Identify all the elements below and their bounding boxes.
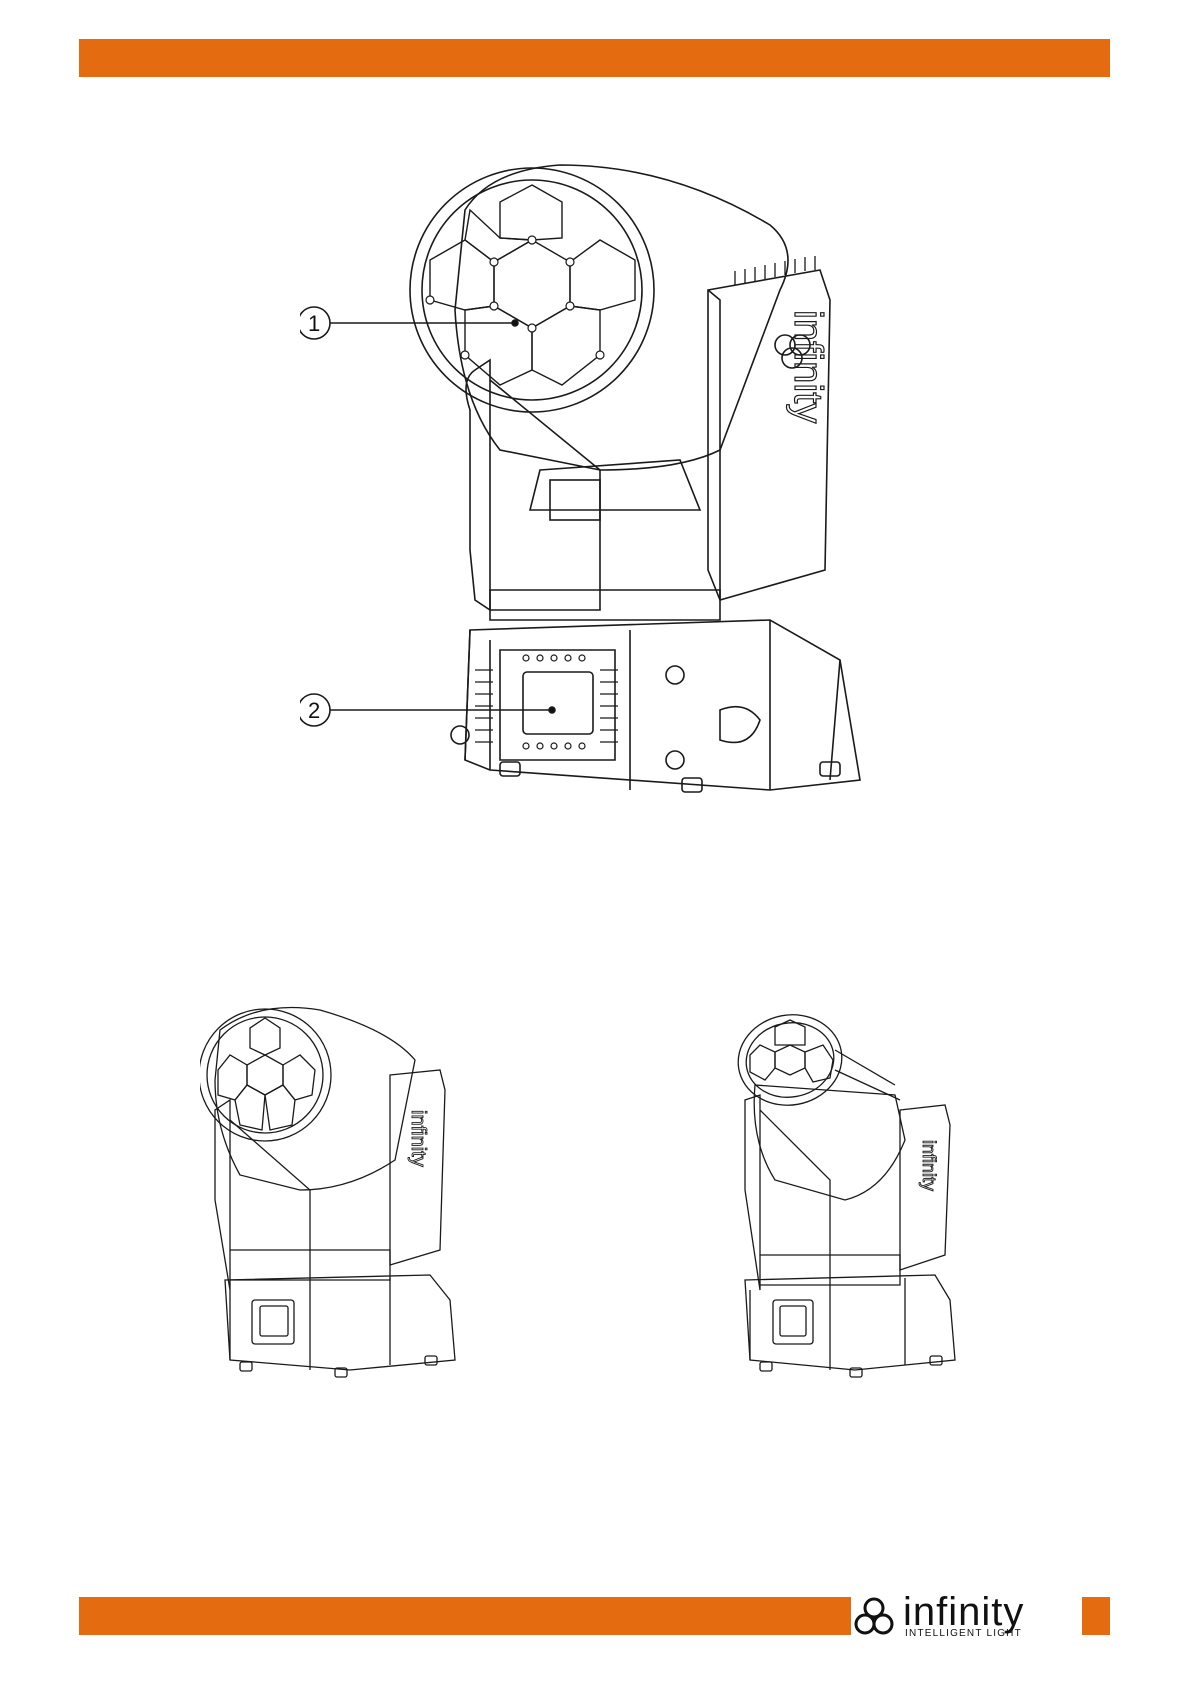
svg-text:infinity: infinity (407, 1110, 429, 1167)
display-screen (523, 672, 593, 734)
callout-number-1: 1 (308, 311, 320, 336)
moving-head-body (455, 165, 788, 470)
callout-number-2: 2 (308, 698, 320, 723)
header-accent-bar (79, 39, 1110, 77)
svg-text:infinity: infinity (786, 310, 830, 423)
logo-wordmark: infinity (903, 1594, 1024, 1630)
yoke-left-arm (466, 360, 490, 610)
base-housing (465, 620, 860, 790)
footer-accent-tail (1082, 1597, 1110, 1635)
svg-text:infinity: infinity (919, 1140, 939, 1191)
brand-logo: infinity INTELLIGENT LIGHT (851, 1590, 1082, 1642)
fixture-drawing-tilted: infinity (735, 1000, 965, 1380)
fixture-drawing-front: infinity (200, 1000, 470, 1380)
logo-tagline: INTELLIGENT LIGHT (905, 1628, 1024, 1639)
front-lens-ring (410, 168, 654, 412)
main-fixture-drawing: infinity 1 2 (300, 150, 900, 810)
infinity-emblem-icon (851, 1594, 897, 1638)
